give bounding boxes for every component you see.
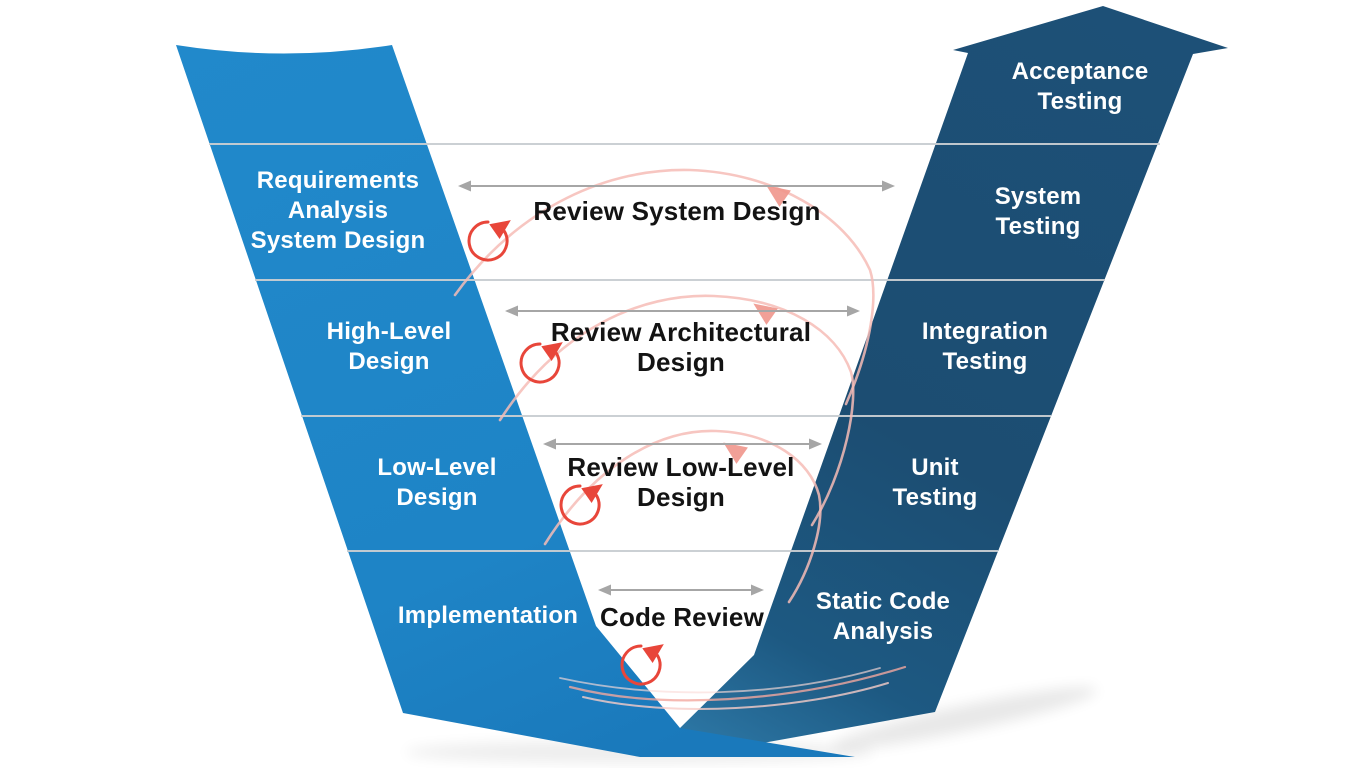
double-arrow-right-head-icon (751, 584, 764, 596)
swoosh-arrowheads (723, 185, 791, 464)
swoosh-arrowhead-icon (766, 185, 791, 207)
swoosh-arrowhead-icon (753, 303, 778, 325)
swoosh-arc-row3 (543, 429, 822, 604)
double-arrow-left-head-icon (543, 438, 556, 450)
loop-arrow-circle (467, 220, 509, 262)
swoosh-arc-row1 (453, 168, 875, 406)
double-arrow-left-head-icon (505, 305, 518, 317)
loop-arrowhead (489, 220, 511, 239)
loop-arrowhead (541, 342, 563, 361)
stage-separator-lines (209, 143, 1160, 552)
swoosh-arrowhead-icon (723, 442, 748, 464)
double-arrow-row3 (543, 438, 822, 450)
swoosh-arc-bottom (568, 665, 907, 702)
loop-arrowhead (642, 644, 664, 663)
loop-arrowhead (581, 484, 603, 503)
double-arrow-right-head-icon (847, 305, 860, 317)
loop-arrow-icon (519, 342, 563, 384)
double-arrow-right-head-icon (882, 180, 895, 192)
double-arrow-row4 (598, 584, 764, 596)
double-arrow-row1 (458, 180, 895, 192)
loop-arrow-circle (519, 342, 561, 384)
testing-band-up-arrow (680, 6, 1228, 756)
feedback-swoosh-arrows (453, 168, 907, 710)
loop-arrow-circle (620, 644, 662, 686)
loop-arrow-icon (467, 220, 511, 262)
swoosh-arc-row2 (498, 294, 855, 527)
double-arrow-left-head-icon (458, 180, 471, 192)
swoosh-arc-bottom-2 (582, 682, 889, 710)
double-arrow-left-head-icon (598, 584, 611, 596)
development-band (176, 45, 855, 757)
swoosh-arc-bottom-faint (559, 667, 881, 694)
double-arrow-row2 (505, 305, 860, 317)
loop-arrow-icon (620, 644, 664, 686)
loop-arrow-circle (559, 484, 601, 526)
loop-arrow-icon (559, 484, 603, 526)
double-arrow-right-head-icon (809, 438, 822, 450)
bottom-shadow-right (832, 687, 1098, 749)
